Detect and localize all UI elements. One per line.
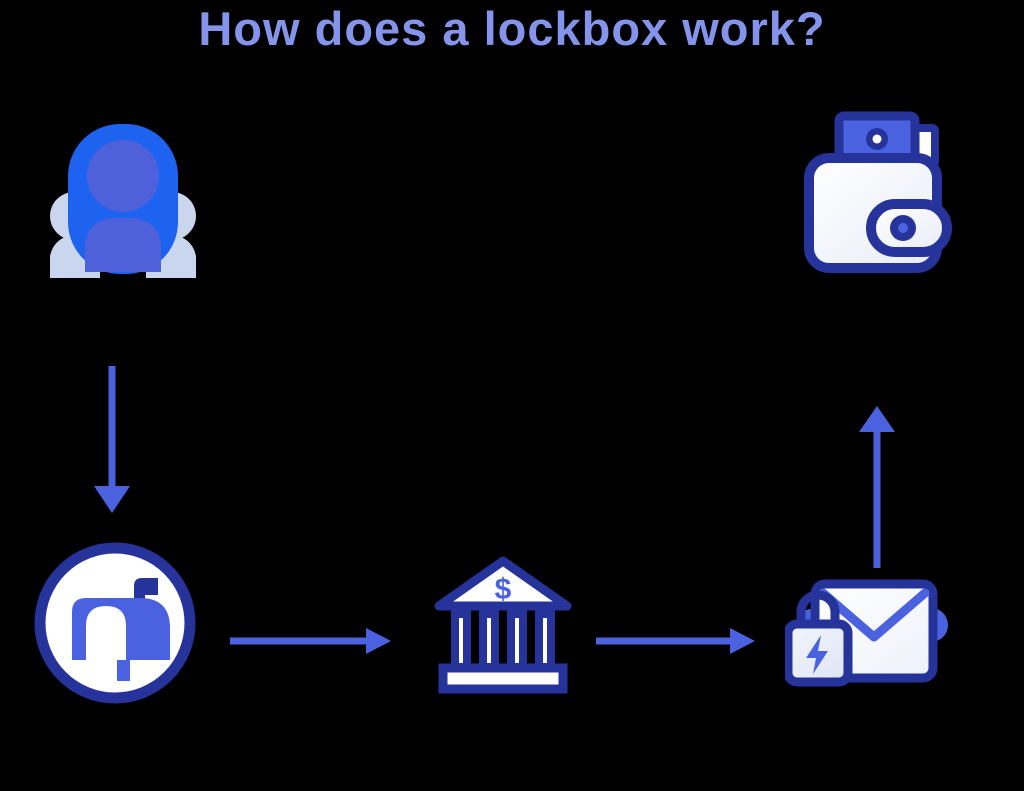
bank-base	[438, 663, 568, 694]
center-person-body	[85, 218, 161, 272]
bank-pediment	[434, 556, 572, 611]
envelope-flap	[818, 588, 930, 642]
arrow-down-customers-to-lockbox	[94, 366, 130, 513]
people-group-icon	[48, 116, 198, 278]
bank-column	[535, 610, 555, 671]
mailbox-icon	[32, 540, 198, 706]
lightning-bolt-icon	[806, 635, 828, 674]
wallet-icon	[803, 108, 953, 273]
page-title: How does a lockbox work?	[198, 2, 826, 55]
mailbox-door	[86, 606, 126, 660]
lock-shackle	[796, 590, 840, 628]
locked-envelope-icon	[785, 570, 950, 710]
center-person-head	[87, 140, 159, 212]
bank-column	[479, 610, 499, 671]
bank-column	[451, 610, 471, 671]
arrow-right-bank-to-envelope	[596, 628, 755, 654]
bank-icon: $	[433, 555, 573, 695]
arrow-up-envelope-to-wallet	[859, 406, 895, 568]
dollar-sign: $	[495, 573, 512, 606]
arrow-right-lockbox-to-bank	[230, 628, 391, 654]
mailbox-post	[117, 660, 130, 681]
bank-column	[507, 610, 527, 671]
